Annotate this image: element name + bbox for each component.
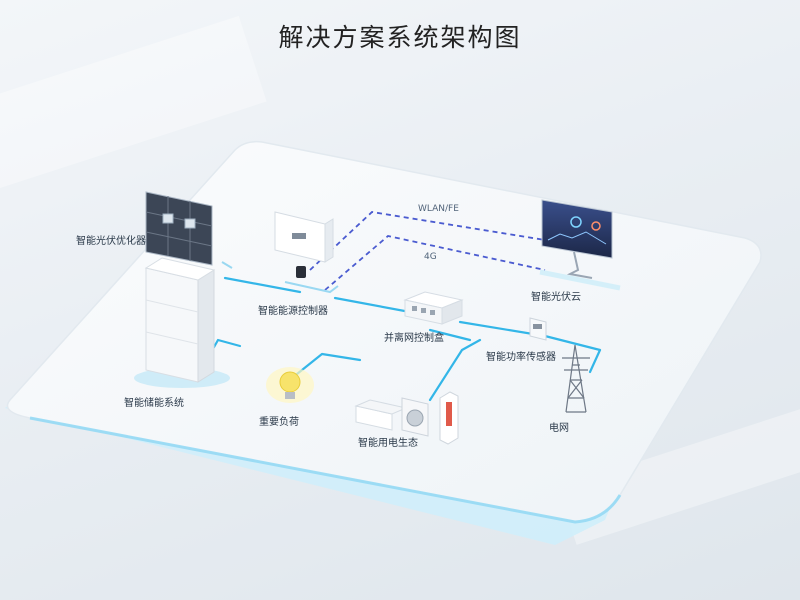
inverter-dongle <box>296 266 306 278</box>
label-load: 重要负荷 <box>259 417 299 428</box>
bulb-glass <box>279 371 301 393</box>
tower-arm <box>562 357 590 371</box>
storage-system-illustration <box>134 257 230 388</box>
gridbox-side <box>441 299 463 325</box>
optimizer-unit <box>184 218 196 229</box>
storage-stripe <box>145 331 199 345</box>
label-ecosystem: 智能用电生态 <box>358 438 418 449</box>
cloud-monitor-illustration <box>539 199 621 291</box>
ecosystem-illustration <box>354 391 459 445</box>
storage-top <box>144 257 216 281</box>
bulb-base <box>285 392 295 399</box>
monitor-chart-line <box>547 231 607 245</box>
platform-front-edge <box>29 416 622 524</box>
sensor-display <box>533 324 542 329</box>
gridbox-port <box>421 308 426 313</box>
storage-side <box>197 269 215 383</box>
label-cloud: 智能光伏云 <box>531 292 581 303</box>
monitor-chart-dot <box>591 221 601 231</box>
bulb-illustration <box>266 367 314 403</box>
grid-tower-illustration <box>562 344 590 413</box>
inverter-base-glow <box>284 281 339 294</box>
monitor-base-glow <box>539 269 621 291</box>
gridbox-port <box>412 306 417 311</box>
optimizer-illustration <box>145 191 233 269</box>
monitor-stand <box>566 251 593 279</box>
inverter-side <box>324 218 334 263</box>
solar-grid-line <box>145 231 213 247</box>
charger-accent <box>446 402 452 426</box>
label-grid-box: 并离网控制盒 <box>384 333 444 344</box>
platform <box>5 140 762 545</box>
power-line-inverter-gridbox <box>333 296 412 314</box>
gridbox-illustration <box>403 291 464 325</box>
power-line-optimizer-inverter <box>223 276 302 294</box>
optimizer-unit <box>162 213 174 224</box>
label-optimizer: 智能光伏优化器 <box>76 236 146 247</box>
storage-stripe <box>145 299 199 313</box>
optimizer-base-glow <box>221 261 233 269</box>
label-storage: 智能储能系统 <box>124 398 184 409</box>
inverter-logo <box>292 233 306 239</box>
label-4g-link: 4G <box>424 252 437 262</box>
monitor-chart-dot <box>570 216 582 228</box>
inverter-illustration <box>274 211 339 294</box>
washer-door <box>406 409 424 427</box>
comm-line-4g <box>324 235 546 291</box>
tower-cross <box>567 379 585 399</box>
label-grid: 电网 <box>549 423 569 434</box>
power-line-gridbox-down <box>428 328 472 342</box>
power-line-ecosystem <box>428 338 482 402</box>
sensor-illustration <box>529 317 547 341</box>
label-sensor: 智能功率传感器 <box>486 352 556 363</box>
monitor-screen <box>541 199 613 259</box>
storage-front <box>145 267 199 383</box>
power-line-sensor-grid <box>588 348 602 374</box>
gridbox-port <box>430 310 435 315</box>
solar-grid-line <box>145 211 213 227</box>
label-wlan-link: WLAN/FE <box>418 204 459 214</box>
page-title: 解决方案系统架构图 <box>278 23 522 52</box>
label-inverter: 智能能源控制器 <box>258 306 328 317</box>
tower-frame <box>565 344 587 413</box>
